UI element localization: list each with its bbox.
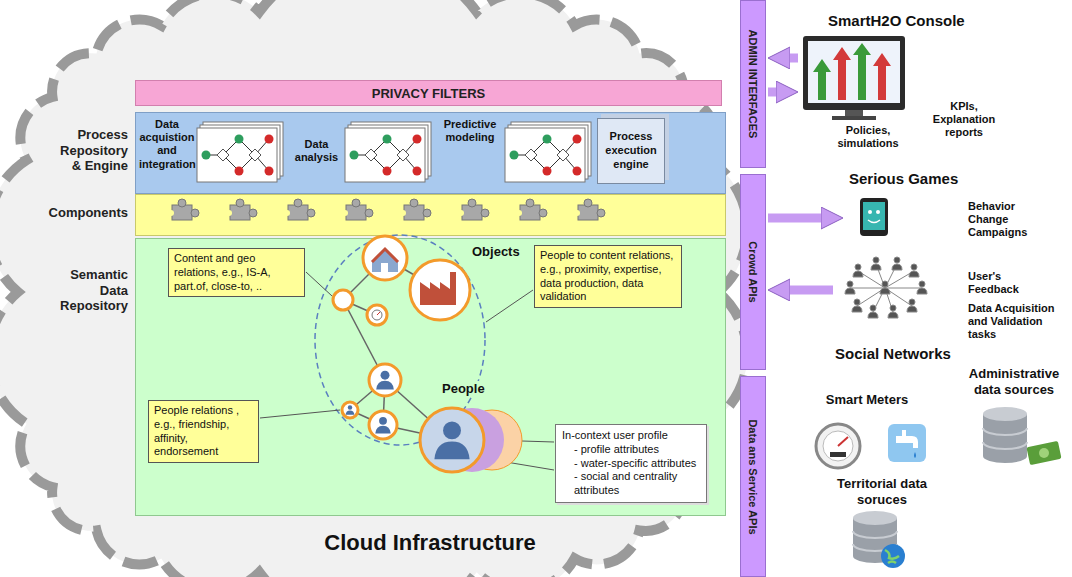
annotation-text: Objects	[470, 244, 522, 260]
engine-box: Process execution engine	[597, 118, 665, 184]
territorial-database-icon	[853, 511, 905, 568]
annotation-text: Territorial data soruces	[832, 476, 932, 507]
social-group: Social Networks	[835, 248, 965, 362]
annotation-text: Predictive modeling	[438, 118, 502, 144]
console-monitor-icon	[803, 36, 905, 120]
tablet-icon	[860, 198, 888, 236]
database-icon	[983, 407, 1062, 465]
annotation-text: Behavior Change Campaigns	[968, 200, 1048, 240]
box-label: Process execution engine	[601, 130, 661, 171]
band-heading: Process Repository & Engine	[48, 127, 128, 174]
component-puzzle-icons	[136, 195, 723, 233]
annotation-text: User's Feedback	[968, 270, 1048, 296]
semantic-repository-band: Semantic Data RepositoryContent and geo …	[135, 238, 726, 516]
bar-label: Crowd APIs	[747, 241, 759, 302]
annotation-text: Data Acquisition and Validation tasks	[968, 302, 1064, 342]
group-heading: Social Networks	[835, 345, 965, 362]
note-text: In-context user profile	[562, 429, 700, 443]
interface-bar: Data ans Service APIs	[740, 376, 766, 577]
band-title: PRIVACY FILTERS	[372, 86, 485, 101]
annotation-text: KPIs, Explanation reports	[918, 100, 1010, 140]
note-text: - water-specific attributes	[562, 457, 700, 471]
note-text: - social and centrality attributes	[562, 470, 700, 498]
callout-box: Content and geo relations, e.g., IS-A, p…	[168, 248, 305, 297]
interface-arrow	[780, 286, 833, 295]
interface-bar: ADMIN INTERFACES	[740, 0, 766, 168]
annotation-text: People	[440, 381, 487, 397]
components-band: Components	[135, 194, 726, 236]
callout-box: People to content relations, e.g., proxi…	[534, 245, 682, 308]
profile-note: In-context user profile- profile attribu…	[555, 424, 707, 503]
group-heading: Serious Games	[849, 170, 977, 187]
band-heading: Semantic Data Repository	[48, 267, 128, 314]
smart-meter-icon	[816, 424, 860, 468]
console-group: SmartH2O Console	[800, 12, 972, 112]
annotation-text: Data acquistion and integration	[139, 118, 195, 171]
social-network-icon	[845, 257, 927, 318]
interface-arrow	[768, 214, 831, 223]
annotation-text: Smart Meters	[812, 392, 922, 408]
bar-label: Data ans Service APIs	[747, 419, 759, 534]
interface-arrow	[780, 54, 798, 63]
cloud-outline	[0, 0, 747, 577]
games-group: Serious Games	[845, 170, 977, 240]
interface-arrow	[768, 88, 786, 97]
callout-box: People relations , e.g., friendship, aff…	[148, 400, 259, 463]
process-repository-band: Process Repository & EngineProcess execu…	[135, 112, 726, 194]
annotation-text: Data analysis	[290, 138, 343, 164]
callout-text: People to content relations, e.g., proxi…	[540, 249, 676, 304]
callout-text: Content and geo relations, e.g., IS-A, p…	[174, 252, 299, 293]
bar-label: ADMIN INTERFACES	[747, 30, 759, 139]
water-tap-icon	[888, 424, 926, 462]
annotation-text: Administrative data sources	[962, 366, 1066, 397]
annotation-text: Policies, simulations	[826, 124, 910, 150]
group-heading: SmartH2O Console	[828, 12, 972, 29]
annotation-text: Cloud Infrastructure	[290, 530, 570, 556]
privacy-filter-band: PRIVACY FILTERS	[135, 80, 722, 106]
band-heading: Components	[48, 205, 128, 221]
callout-text: People relations , e.g., friendship, aff…	[154, 404, 253, 459]
interface-bar: Crowd APIs	[740, 174, 766, 370]
note-text: - profile attributes	[562, 443, 700, 457]
